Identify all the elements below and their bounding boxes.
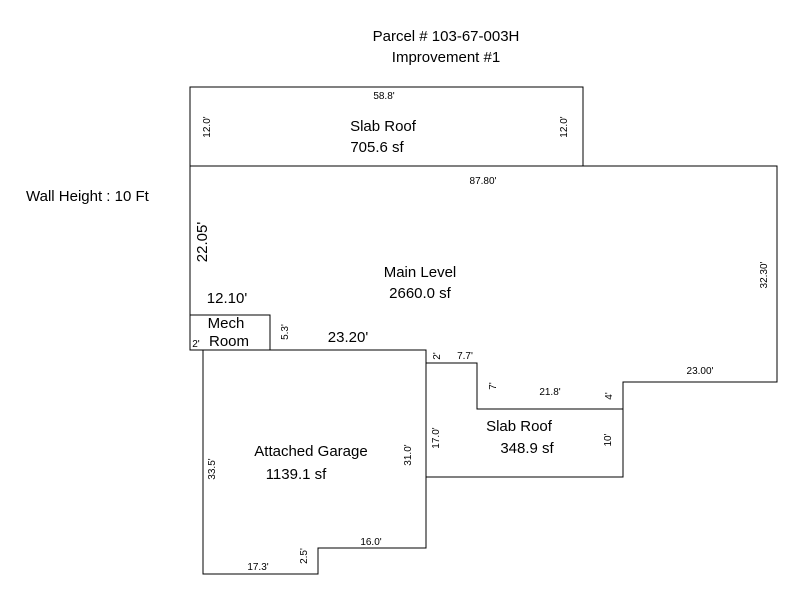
- attached-garage-name: Attached Garage: [254, 443, 367, 460]
- dim-main-bottom-right: 23.00': [687, 366, 714, 377]
- slab-roof-right-area: 348.9 sf: [500, 440, 554, 457]
- dim-slab-right: 10': [603, 433, 614, 446]
- dim-step-small: 2': [432, 352, 443, 360]
- dim-garage-bottom-left: 17.3': [247, 562, 268, 573]
- slab-roof-right-outline: [425, 362, 624, 478]
- improvement-label: Improvement #1: [392, 49, 500, 66]
- dim-top-width: 58.8': [373, 91, 394, 102]
- parcel-number: Parcel # 103-67-003H: [373, 28, 520, 45]
- dim-garage-bottom-right: 16.0': [360, 537, 381, 548]
- dim-step-width: 7.7': [457, 351, 473, 362]
- wall-height-label: Wall Height : 10 Ft: [26, 188, 150, 205]
- dim-slab-top: 21.8': [539, 387, 560, 398]
- dim-garage-top: 23.20': [328, 329, 369, 346]
- dim-mech-height: 5.3': [280, 324, 291, 340]
- attached-garage-area: 1139.1 sf: [266, 466, 327, 483]
- dim-slab-left: 17.0': [431, 427, 442, 448]
- main-level-area: 2660.0 sf: [389, 285, 452, 302]
- main-level-name: Main Level: [384, 264, 457, 281]
- attached-garage-outline: [202, 349, 427, 575]
- dim-step-drop: 7': [488, 382, 499, 390]
- slab-roof-top-name: Slab Roof: [350, 118, 417, 135]
- slab-roof-right-name: Slab Roof: [486, 418, 553, 435]
- dim-top-left: 12.0': [202, 116, 213, 137]
- dim-mech-left: 2': [192, 339, 200, 350]
- dim-slab-rise: 4': [604, 392, 615, 400]
- dim-main-right: 32.30': [759, 261, 770, 288]
- dim-top-right: 12.0': [559, 116, 570, 137]
- dim-garage-left: 33.5': [207, 458, 218, 479]
- dim-garage-step: 2.5': [299, 548, 310, 564]
- dim-main-left: 22.05': [194, 222, 211, 263]
- dim-main-top: 87.80': [470, 176, 497, 187]
- dim-mech-width: 12.10': [207, 290, 248, 307]
- mech-room-name-line1: Mech: [208, 315, 245, 332]
- dim-garage-right: 31.0': [403, 444, 414, 465]
- mech-room-name-line2: Room: [209, 333, 249, 350]
- slab-roof-top-area: 705.6 sf: [350, 139, 404, 156]
